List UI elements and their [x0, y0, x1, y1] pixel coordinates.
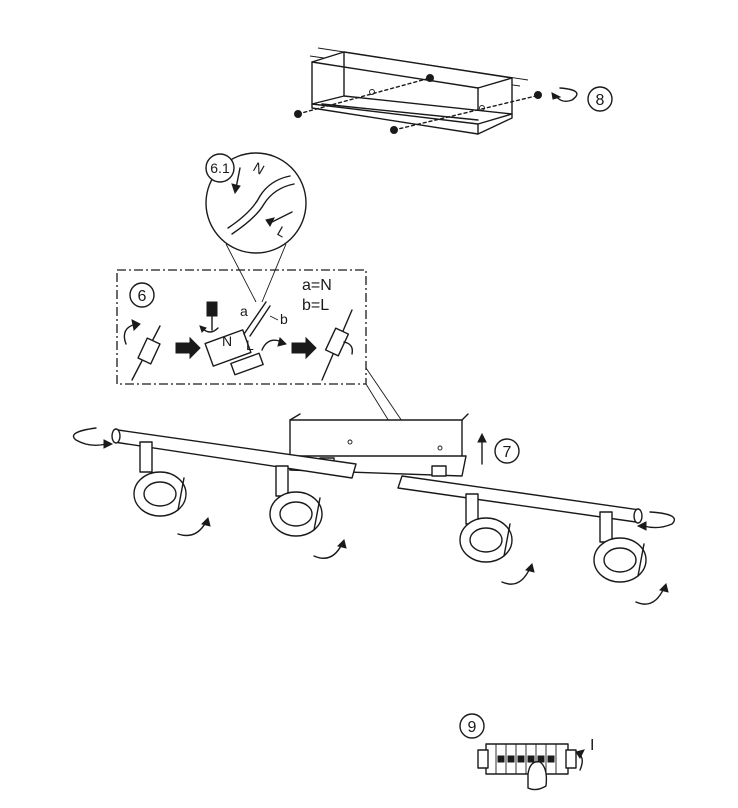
- spotlight-1: [133, 441, 211, 537]
- step9-number: 9: [468, 719, 477, 736]
- wire-a-label: a: [240, 303, 248, 319]
- step9-breaker: I: [477, 737, 594, 791]
- terminal-n-label: N: [222, 333, 232, 349]
- step6-label: 6: [129, 282, 155, 308]
- legend-line-1: a=N: [302, 277, 332, 294]
- spotlight-2: [269, 465, 347, 559]
- step6-panel: a b N L a=N b=L: [116, 269, 405, 427]
- terminal-l-label: L: [246, 337, 254, 353]
- step7-number: 7: [503, 444, 512, 461]
- step6-number: 6: [138, 288, 147, 305]
- wire-b-label: b: [280, 311, 288, 327]
- step6-1-number: 6.1: [210, 160, 230, 176]
- step8-label: 8: [587, 86, 613, 112]
- step8-number: 8: [596, 92, 605, 109]
- step7-label: 7: [477, 432, 520, 465]
- spotlight-3: [459, 493, 535, 585]
- legend-line-2: b=L: [302, 297, 329, 314]
- step9-label: 9: [459, 713, 485, 739]
- step6-1-wire-detail: N L: [205, 152, 307, 303]
- switch-on-label: I: [590, 737, 594, 754]
- step7-light-fixture: [72, 413, 676, 531]
- spotlight-4: [593, 511, 669, 605]
- step8-mounting-box: [294, 47, 578, 135]
- step6-1-label: 6.1: [205, 153, 235, 183]
